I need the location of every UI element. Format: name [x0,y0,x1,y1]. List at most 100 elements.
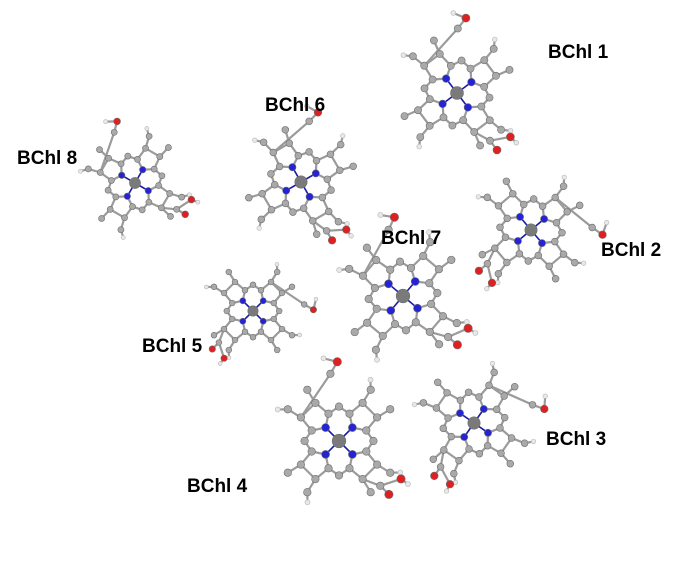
carbon-atom [269,148,278,157]
carbon-atom [400,112,409,120]
carbon-atom [281,199,290,208]
carbon-atom [345,464,354,473]
carbon-atom [327,186,335,194]
carbon-atom [485,116,494,125]
carbon-atom [386,405,395,414]
hydrogen-atom [340,133,346,139]
carbon-atom [138,206,146,214]
carbon-atom [334,471,344,480]
hydrogen-atom [475,194,481,200]
carbon-atom [466,64,475,73]
carbon-atom [358,475,367,484]
nitrogen-atom [348,423,357,432]
bond [487,384,534,406]
carbon-atom [401,326,411,335]
carbon-atom [528,401,537,409]
carbon-atom [112,193,120,201]
hydrogen-atom [78,168,83,174]
carbon-atom [158,204,165,212]
hydrogen-atom [274,262,280,267]
carbon-atom [529,195,538,203]
carbon-atom [425,327,434,336]
carbon-atom [300,436,309,446]
nitrogen-atom [288,163,297,172]
bond [269,280,306,306]
hydrogen-atom [144,126,150,131]
carbon-atom [414,106,422,115]
carbon-atom [322,227,331,235]
oxygen-atom [445,480,455,489]
carbon-atom [155,182,162,189]
carbon-atom [420,84,429,93]
carbon-atom [270,299,277,307]
carbon-atom [305,148,313,156]
hydrogen-atom [405,481,411,487]
carbon-atom [497,449,505,457]
carbon-atom [364,294,373,304]
carbon-atom [267,170,275,178]
nitrogen-atom [538,239,546,248]
carbon-atom [303,385,312,394]
carbon-atom [275,162,284,171]
magnesium-atom [247,305,259,317]
carbon-atom [489,45,498,53]
carbon-atom [372,256,381,265]
carbon-atom [500,413,509,422]
carbon-atom [96,146,103,153]
hydrogen-atom [542,393,548,399]
carbon-atom [446,61,455,70]
carbon-atom [496,424,504,432]
hydrogen-atom [304,499,311,506]
oxygen-atom [389,212,399,222]
carbon-atom [371,345,380,354]
carbon-atom [443,389,451,397]
carbon-atom [267,278,275,286]
carbon-atom [510,382,519,391]
carbon-atom [285,139,294,147]
carbon-atom [390,320,400,329]
nitrogen-atom [348,450,357,459]
bchl-5-molecule [204,262,319,366]
carbon-atom [311,398,320,407]
carbon-atom [450,469,458,478]
carbon-atom [223,307,230,315]
carbon-atom [440,446,448,454]
carbon-atom [429,455,438,464]
carbon-atom [283,405,292,414]
carbon-atom [496,223,504,232]
carbon-atom [575,201,584,210]
carbon-atom [225,346,232,354]
carbon-atom [477,102,486,111]
carbon-atom [288,283,296,290]
carbon-atom [386,265,395,274]
hydrogen-atom [320,355,327,362]
bond [423,27,459,67]
hydrogen-atom [103,119,108,124]
bchl-4-label: BChl 4 [187,476,248,497]
carbon-atom [108,177,115,184]
nitrogen-atom [467,77,476,87]
molecules-layer [78,10,610,506]
carbon-atom [552,218,561,227]
carbon-atom [257,215,266,224]
carbon-atom [483,193,492,202]
oxygen-atom [313,108,323,117]
carbon-atom [486,136,494,145]
bond [272,120,311,154]
carbon-atom [476,141,484,150]
magnesium-atom [524,223,538,237]
hydrogen-atom [274,406,281,413]
carbon-atom [334,402,344,411]
oxygen-atom [332,357,342,367]
carbon-atom [378,331,387,341]
carbon-atom [438,312,448,321]
carbon-atom [312,230,321,238]
hydrogen-atom [411,402,418,408]
hydrogen-atom [397,469,404,476]
carbon-atom [373,413,382,422]
carbon-atom [483,259,492,268]
carbon-atom [303,488,312,497]
oxygen-atom [598,230,607,239]
carbon-atom [324,409,333,418]
oxygen-atom [430,471,439,481]
